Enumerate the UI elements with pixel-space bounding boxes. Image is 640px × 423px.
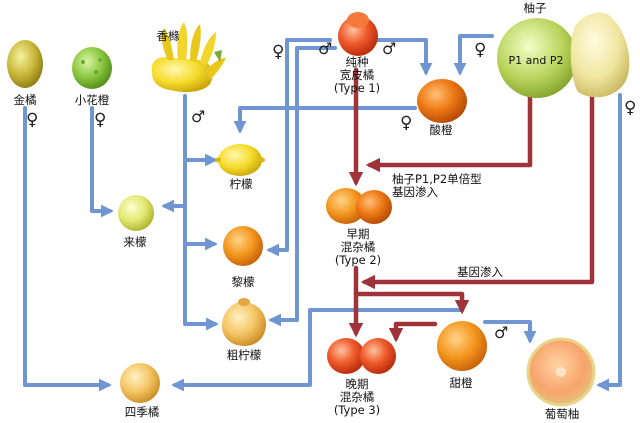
label-grapefruit: 葡萄柚 (544, 407, 580, 421)
pummelo-fruit (497, 12, 630, 98)
label-lime: 来檬 (123, 235, 147, 249)
label-early-hybrid: 早期 混杂橘 (Type 2) (334, 227, 382, 267)
male-symbol-mandarin-left: ♂ (318, 39, 333, 58)
arrow-papeda-lime (90, 106, 114, 218)
mandarin-fruit (338, 12, 378, 56)
label-lime-li: 黎檬 (231, 275, 255, 289)
label-pummelo-introgression: 柚子P1,P2单倍型 基因渗入 (392, 172, 482, 199)
papeda-fruit (72, 47, 112, 89)
sour-orange-fruit (417, 79, 467, 123)
arrow-sweet-orange-calamondin (171, 308, 462, 392)
label-pummelo: 柚子 (523, 1, 547, 15)
lemon-fruit (215, 144, 265, 176)
buddha-hand-citron (151, 22, 226, 92)
rough-lemon-fruit (222, 298, 266, 346)
arrow-sweet-orange-grapefruit (483, 320, 537, 344)
female-symbol-papeda: ♀ (94, 110, 107, 130)
label-late-hybrid: 晚期 混杂橘 (Type 3) (333, 377, 381, 417)
male-symbol-sweet-orange: ♂ (494, 323, 509, 342)
arrow-pummelo-introgression (360, 92, 595, 290)
label-citron: 香橼 (156, 29, 180, 43)
arrow-mandarin-rough-lemon (268, 46, 337, 327)
arrow-sweet-orange-late-hybrid (388, 321, 438, 343)
sweet-orange-fruit (437, 321, 487, 371)
female-symbol-sour-orange: ♀ (400, 113, 413, 133)
female-symbol-lemon-branch: ♀ (272, 42, 285, 62)
arrow-citron-trunk (183, 94, 219, 331)
arrow-pummelo-early-hybrid (365, 92, 533, 173)
early-hybrid-fruit (326, 188, 392, 224)
label-sour-orange: 酸橙 (429, 123, 453, 137)
male-symbol-citron: ♂ (191, 107, 206, 126)
label-pummelo-inner: P1 and P2 (508, 54, 564, 67)
lemon-li-fruit (223, 226, 263, 266)
label-rough-lemon: 粗柠檬 (226, 348, 262, 362)
label-calamondin: 四季橘 (124, 405, 160, 419)
label-small-flower-orange: 小花橙 (74, 93, 110, 107)
late-hybrid-fruit (327, 338, 396, 374)
arrow-mandarin-sour-orange (376, 38, 433, 76)
male-symbol-mandarin-right: ♂ (382, 39, 397, 58)
label-mandarin: 纯种 宽皮橘 (Type 1) (333, 55, 381, 95)
label-kumquat: 金橘 (13, 93, 37, 107)
arrow-to-sweet-orange (353, 291, 470, 315)
kumquat-fruit (7, 40, 43, 88)
label-sweet-orange: 甜橙 (449, 376, 473, 390)
grapefruit-fruit (526, 337, 596, 407)
lime-fruit (118, 195, 154, 231)
arrow-mandarin-lime-li (266, 38, 332, 257)
arrow-pummelo-grapefruit (596, 93, 622, 392)
calamondin-fruit (120, 363, 160, 403)
female-symbol-pummelo: ♀ (474, 40, 487, 60)
female-symbol-grapefruit-branch: ♀ (624, 98, 637, 118)
label-introgression: 基因渗入 (457, 265, 503, 279)
arrow-kumquat-calamondin (23, 106, 112, 392)
arrow-pummelo-sour-orange (453, 34, 494, 76)
label-lemon: 柠檬 (229, 177, 253, 191)
female-symbol-kumquat: ♀ (26, 110, 39, 130)
